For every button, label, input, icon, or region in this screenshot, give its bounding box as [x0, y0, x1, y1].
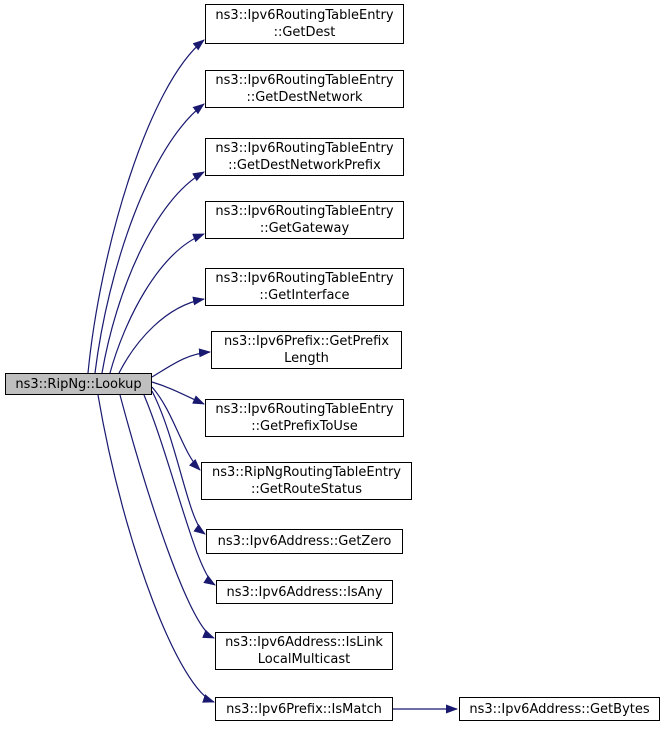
node-label-line: ns3::Ipv6Prefix::IsMatch	[226, 701, 382, 717]
node-label-line: ns3::RipNgRoutingTableEntry	[212, 465, 401, 480]
node-label-line: ns3::Ipv6Address::IsAny	[226, 584, 383, 600]
node-getzero[interactable]: ns3::Ipv6Address::GetZero	[206, 529, 403, 554]
node-label-line: ::GetGateway	[259, 221, 350, 236]
edge-lookup-to-islinklocalmulticast	[119, 394, 215, 639]
node-isany[interactable]: ns3::Ipv6Address::IsAny	[216, 580, 393, 604]
edge-lookup-to-getdestnetworkprefix	[101, 171, 205, 374]
node-label: ns3::RipNg::Lookup	[15, 376, 142, 392]
node-label-line: ns3::Ipv6RoutingTableEntry	[215, 402, 394, 417]
node-label-line: ns3::Ipv6Address::GetBytes	[469, 701, 650, 717]
edge-lookup-to-getgateway	[109, 233, 205, 374]
edge-lookup-to-getroutestatus	[151, 386, 201, 471]
node-label-line: ns3::Ipv6RoutingTableEntry	[215, 204, 394, 219]
edge-lookup-to-ismatch	[97, 394, 215, 703]
node-label-line: LocalMulticast	[257, 652, 351, 667]
node-label-line: ns3::Ipv6RoutingTableEntry	[215, 141, 394, 156]
edge-lookup-to-getdestnetwork	[94, 103, 205, 374]
node-label-line: ns3::Ipv6Address::GetZero	[217, 534, 392, 549]
node-getdest[interactable]: ns3::Ipv6RoutingTableEntry ::GetDest	[205, 4, 404, 44]
edge-lookup-to-getdest	[87, 39, 205, 374]
node-label-line: ns3::Ipv6RoutingTableEntry	[215, 271, 394, 286]
node-islinklocalmulticast[interactable]: ns3::Ipv6Address::IsLink LocalMulticast	[215, 632, 393, 670]
node-label-line: ::GetPrefixToUse	[251, 419, 358, 434]
node-getdestnetworkprefix[interactable]: ns3::Ipv6RoutingTableEntry ::GetDestNetw…	[205, 138, 404, 176]
node-label-line: ::GetDestNetwork	[246, 90, 363, 105]
node-getgateway[interactable]: ns3::Ipv6RoutingTableEntry ::GetGateway	[205, 201, 404, 239]
edge-lookup-to-isany	[143, 394, 216, 586]
node-label-line: ns3::Ipv6RoutingTableEntry	[215, 8, 394, 23]
node-label-line: Length	[284, 351, 329, 366]
node-getinterface[interactable]: ns3::Ipv6RoutingTableEntry ::GetInterfac…	[205, 268, 404, 306]
node-label-line: ns3::Ipv6Address::IsLink	[225, 635, 383, 650]
edge-lookup-to-getzero	[151, 390, 206, 535]
node-label-line: ns3::Ipv6RoutingTableEntry	[215, 73, 394, 88]
node-ismatch[interactable]: ns3::Ipv6Prefix::IsMatch	[215, 697, 393, 721]
node-label-line: ::GetInterface	[259, 288, 350, 303]
node-label-line: ::GetRouteStatus	[250, 482, 363, 497]
edge-lookup-to-getprefixlength	[151, 348, 211, 378]
node-getprefixlength[interactable]: ns3::Ipv6Prefix::GetPrefix Length	[211, 331, 402, 369]
node-getroutestatus[interactable]: ns3::RipNgRoutingTableEntry ::GetRouteSt…	[201, 462, 412, 500]
node-getprefixtouse[interactable]: ns3::Ipv6RoutingTableEntry ::GetPrefixTo…	[205, 399, 404, 437]
node-label-line: ::GetDest	[273, 25, 336, 40]
node-label-line: ::GetDestNetworkPrefix	[228, 158, 381, 173]
edge-lookup-to-getprefixtouse	[151, 381, 205, 405]
node-getdestnetwork[interactable]: ns3::Ipv6RoutingTableEntry ::GetDestNetw…	[205, 70, 404, 108]
node-label-line: ns3::Ipv6Prefix::GetPrefix	[223, 334, 390, 349]
node-ripng-lookup: ns3::RipNg::Lookup	[5, 373, 152, 395]
node-getbytes[interactable]: ns3::Ipv6Address::GetBytes	[459, 697, 660, 721]
edge-lookup-to-getinterface	[118, 296, 205, 374]
